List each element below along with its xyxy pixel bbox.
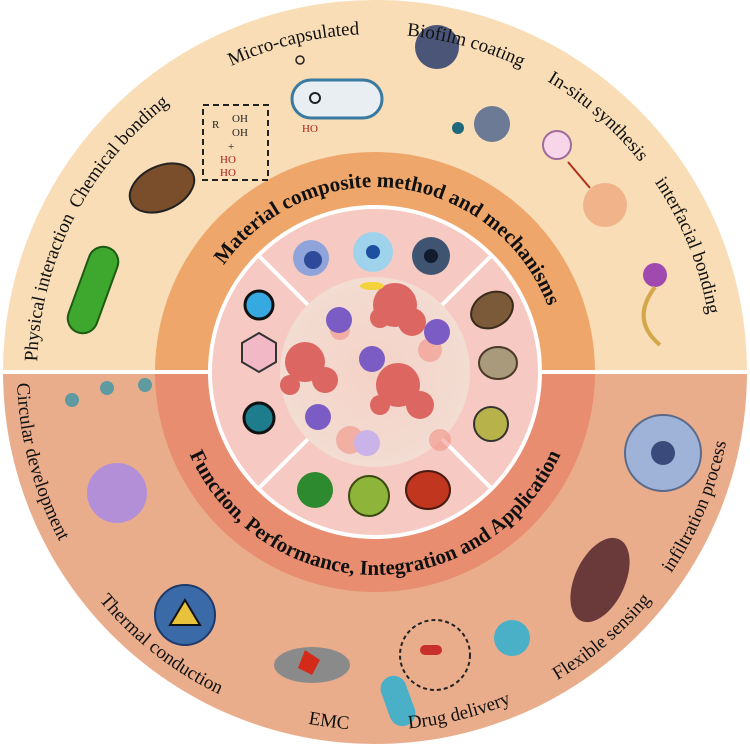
svg-text:OH: OH (232, 127, 248, 139)
flexible-sensing-organ-icon (570, 537, 630, 623)
circular-development-cell-icon (65, 378, 152, 523)
svg-text:OH: OH (232, 113, 248, 125)
virus-icons (241, 289, 277, 435)
svg-text:HO: HO (302, 123, 318, 135)
svg-text:HO: HO (220, 154, 236, 166)
central-tissue-image (280, 277, 470, 467)
microcapsule-icon: HO (290, 55, 384, 135)
drug-delivery-icon (380, 619, 530, 727)
infiltration-cell-icon (624, 414, 702, 492)
emc-composite-icon (274, 647, 350, 683)
inner-dividers (256, 253, 494, 491)
immune-cell-icons (293, 232, 450, 276)
thermal-conduction-particle-icon (154, 584, 216, 646)
svg-text:R: R (212, 119, 220, 131)
chemical-bonding-bacterium-icon (128, 162, 196, 214)
biofilm-coating-icon (415, 25, 510, 142)
bacteria-icons (470, 290, 518, 442)
neuron-icon (641, 263, 667, 347)
cell-icons-bottom (297, 470, 451, 517)
svg-text:+: + (228, 141, 234, 153)
svg-text:HO: HO (220, 167, 236, 179)
chemical-formula-box: R OH OH + HO HO (202, 104, 269, 181)
in-situ-synthesis-icon (542, 130, 627, 227)
physical-interaction-bacterium-icon (66, 245, 120, 335)
